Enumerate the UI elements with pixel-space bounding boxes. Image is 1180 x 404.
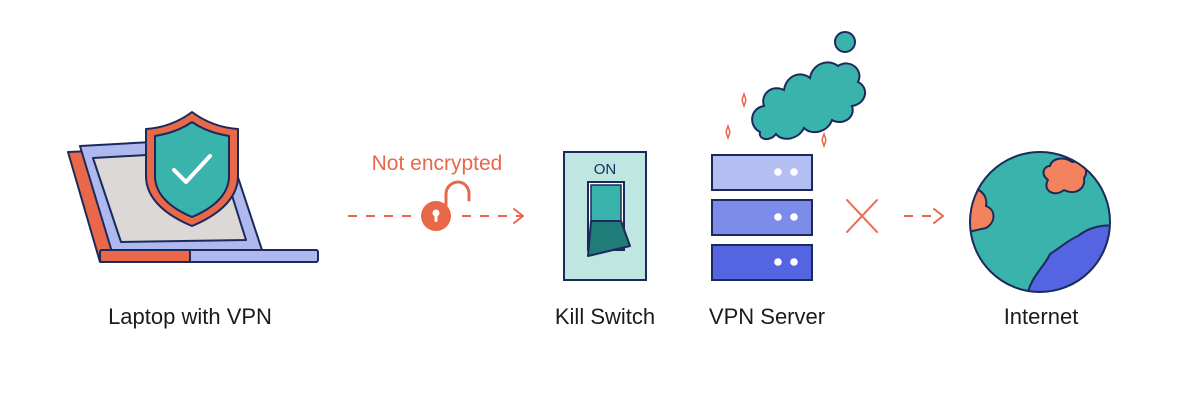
x-mark-icon — [846, 199, 878, 233]
globe-icon — [969, 151, 1111, 293]
smoke-cloud-icon — [751, 31, 867, 140]
toggle-switch-icon: ON — [563, 151, 647, 281]
laptop-label: Laptop with VPN — [108, 304, 272, 329]
unencrypted-connection-arrow — [348, 208, 524, 224]
internet-label: Internet — [1003, 304, 1079, 329]
shield-check-icon — [145, 111, 239, 227]
unlocked-padlock-icon — [421, 180, 471, 231]
not-encrypted-annotation: Not encrypted — [372, 152, 503, 175]
spark-icons — [725, 91, 827, 149]
switch-state-label: ON — [594, 161, 617, 178]
blocked-connection-arrow — [904, 208, 944, 224]
server-stack-icon — [711, 154, 813, 281]
vpn-server-label: VPN Server — [708, 304, 826, 329]
kill-switch-label: Kill Switch — [554, 304, 656, 329]
